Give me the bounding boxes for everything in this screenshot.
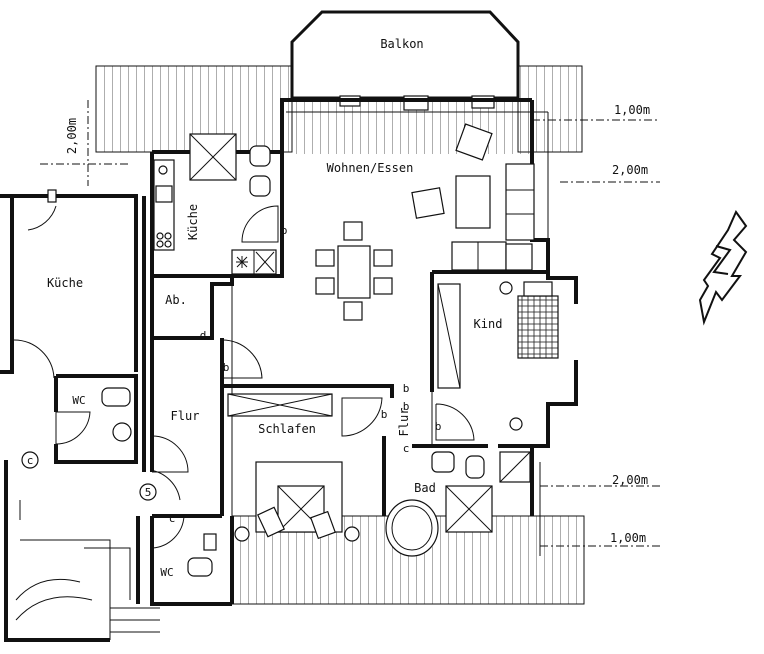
- room-label-bad: Bad: [414, 481, 436, 495]
- door-mark: b: [435, 420, 442, 433]
- room-label-kueche-left: Küche: [47, 276, 83, 290]
- kitchen-fittings: [153, 133, 277, 275]
- circle-mark-c: c: [27, 454, 34, 467]
- wc-bottom-fittings: [187, 533, 217, 577]
- bath-fittings: [385, 451, 531, 557]
- circle-mark-5: 5: [145, 486, 152, 499]
- room-label-wc-left: WC: [72, 394, 85, 407]
- door-mark: b: [281, 224, 288, 237]
- dimension-label: 2,00m: [612, 473, 648, 487]
- door-mark: b: [403, 382, 410, 395]
- room-label-ab: Ab.: [165, 293, 187, 307]
- construction-lines: [231, 111, 549, 556]
- room-label-schlafen: Schlafen: [258, 422, 316, 436]
- room-label-flur-right: Flur: [397, 408, 411, 437]
- door-swings: [13, 205, 475, 549]
- dimension-label: 1,00m: [610, 531, 646, 545]
- door-mark: b: [403, 400, 410, 413]
- door-mark: b: [223, 361, 230, 374]
- room-label-kind: Kind: [474, 317, 503, 331]
- kind-furniture: [437, 281, 559, 431]
- room-label-kueche-main: Küche: [186, 204, 200, 240]
- balkon: [290, 10, 520, 111]
- north-arrow-icon: [698, 209, 748, 326]
- dimension-label: 1,00m: [614, 103, 650, 117]
- door-mark: c: [403, 442, 410, 455]
- room-label-wc-bottom: WC: [160, 566, 173, 579]
- room-label-balkon: Balkon: [380, 37, 423, 51]
- left-apartment-fittings: [15, 189, 160, 640]
- room-label-flur-main: Flur: [171, 409, 200, 423]
- living-furniture: [315, 123, 535, 321]
- dimension-label: 2,00m: [612, 163, 648, 177]
- door-mark: c: [169, 512, 176, 525]
- dimension-lines: [40, 100, 660, 547]
- door-mark: d: [200, 329, 207, 342]
- dimension-label: 2,00m: [65, 118, 79, 154]
- schlafen-furniture: [227, 393, 360, 542]
- door-mark: b: [381, 408, 388, 421]
- room-label-wohnen-essen: Wohnen/Essen: [327, 161, 414, 175]
